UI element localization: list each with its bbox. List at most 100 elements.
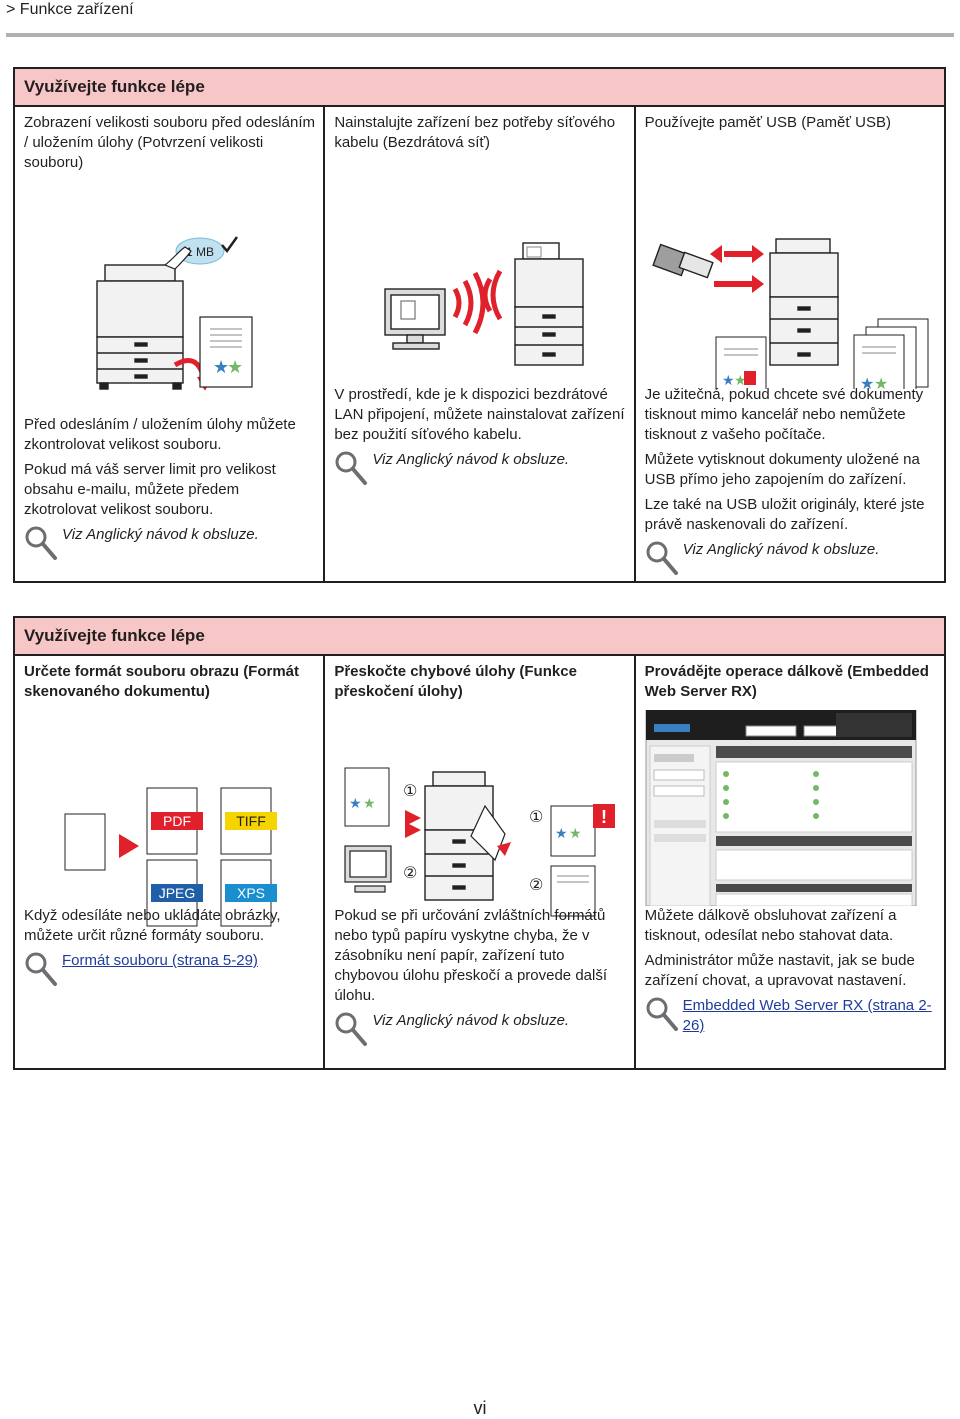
- svg-text:★: ★: [363, 795, 376, 811]
- file-format-illustration: PDF TIFF JPEG XPS: [64, 787, 277, 927]
- manual-reference[interactable]: Formát souboru (strana 5-29): [24, 951, 315, 989]
- wireless-signal-icon: [453, 269, 503, 335]
- printer-icon: [424, 771, 495, 901]
- feature-description: V prostředí, kde je k dispozici bezdráto…: [334, 385, 625, 488]
- usb-illustration: ★★ ★★: [651, 238, 929, 389]
- file-size-illustration: 1 MB: [96, 236, 253, 390]
- svg-text:★: ★: [722, 372, 735, 388]
- svg-text:★: ★: [860, 376, 874, 389]
- section-heading: Využívejte funkce lépe: [15, 69, 944, 107]
- magnifier-icon: [335, 1012, 368, 1046]
- svg-text:!: !: [601, 807, 607, 827]
- magnifier-icon: [25, 526, 57, 560]
- wireless-illustration: [384, 242, 585, 366]
- arrow-icon: [119, 834, 139, 858]
- description-paragraph: Je užitečná, pokud chcete své dokumenty …: [644, 386, 924, 443]
- feature-file-size: Zobrazení velikosti souboru před odeslán…: [15, 107, 326, 581]
- hand-icon: [163, 246, 192, 270]
- printer-icon: [768, 238, 839, 366]
- document-stack-icon: ★★: [853, 318, 929, 389]
- tiff-format-icon: TIFF: [220, 787, 277, 855]
- breadcrumb: > Funkce zařízení: [6, 1, 134, 18]
- svg-text:JPEG: JPEG: [159, 885, 196, 901]
- description-paragraph: Můžete dálkově obsluhovat zařízení a tis…: [644, 907, 897, 944]
- computer-icon: [384, 288, 447, 350]
- magnifier-icon: [646, 541, 678, 575]
- svg-text:★: ★: [734, 372, 747, 388]
- svg-text:★: ★: [569, 825, 582, 841]
- top-divider: [6, 33, 954, 37]
- printer-icon: [96, 264, 184, 390]
- reference-text[interactable]: Viz Anglický návod k obsluze.: [372, 451, 570, 468]
- description-paragraph: Pokud se při určování zvláštních formátů…: [334, 907, 608, 1004]
- manual-reference[interactable]: Viz Anglický návod k obsluze.: [334, 1011, 625, 1049]
- document-icon: ★★: [550, 805, 596, 857]
- jpeg-format-icon: JPEG: [146, 859, 203, 927]
- feature-title: Používejte paměť USB (Paměť USB): [644, 114, 891, 131]
- manual-reference[interactable]: Viz Anglický návod k obsluze.: [645, 540, 936, 578]
- svg-text:PDF: PDF: [163, 813, 191, 829]
- description-paragraph: Můžete vytisknout dokumenty uložené na U…: [644, 451, 920, 488]
- description-paragraph: Před odesláním / uložením úlohy můžete z…: [24, 416, 296, 453]
- feature-title: Nainstalujte zařízení bez potřeby síťové…: [334, 114, 616, 151]
- reference-text[interactable]: Viz Anglický návod k obsluze.: [682, 541, 880, 558]
- svg-text:★: ★: [874, 376, 888, 389]
- feature-file-format: Určete formát souboru obrazu (Formát ske…: [15, 656, 326, 1068]
- reference-text[interactable]: Viz Anglický návod k obsluze.: [372, 1012, 570, 1029]
- skip-job-illustration: ★★ ① ②: [344, 767, 616, 917]
- page-number: vi: [473, 1398, 487, 1418]
- document-icon: ★★: [344, 767, 390, 827]
- feature-wireless: Nainstalujte zařízení bez potřeby síťové…: [325, 107, 636, 581]
- feature-title: Přeskočte chybové úlohy (Funkce přeskoče…: [334, 663, 577, 700]
- paper-sheet-icon: [470, 804, 507, 862]
- manual-reference[interactable]: Embedded Web Server RX (strana 2-26): [645, 996, 936, 1036]
- magnifier-icon: [25, 952, 57, 986]
- manual-reference[interactable]: Viz Anglický návod k obsluze.: [24, 525, 315, 563]
- xps-format-icon: XPS: [220, 859, 277, 927]
- magnifier-icon: [646, 997, 678, 1031]
- transfer-arrows-icon: [709, 245, 764, 293]
- check-icon: [221, 236, 239, 254]
- usb-stick-icon: [651, 243, 714, 279]
- feature-web-server: Provádějte operace dálkově (Embedded Web…: [636, 656, 944, 1068]
- svg-text:★: ★: [213, 357, 229, 377]
- description-paragraph: Když odesíláte nebo ukládáte obrázky, mů…: [24, 907, 281, 944]
- document-icon: ★★: [199, 316, 253, 388]
- section-1: Využívejte funkce lépe Zobrazení velikos…: [13, 67, 946, 583]
- description-paragraph: Pokud má váš server limit pro velikost o…: [24, 461, 276, 518]
- computer-icon: [344, 845, 392, 893]
- feature-description: Je užitečná, pokud chcete své dokumenty …: [645, 385, 936, 578]
- feature-description: Před odesláním / uložením úlohy můžete z…: [24, 415, 315, 563]
- description-paragraph: Lze také na USB uložit originály, které …: [644, 496, 925, 533]
- feature-title: Provádějte operace dálkově (Embedded Web…: [644, 663, 929, 700]
- pdf-format-icon: PDF: [146, 787, 203, 855]
- svg-text:★: ★: [227, 357, 243, 377]
- svg-text:TIFF: TIFF: [236, 813, 266, 829]
- feature-description: Pokud se při určování zvláštních formátů…: [334, 906, 625, 1049]
- feature-skip-job: Přeskočte chybové úlohy (Funkce přeskoče…: [325, 656, 636, 1068]
- document-icon: [550, 865, 596, 917]
- section-2: Využívejte funkce lépe Určete formát sou…: [13, 616, 946, 1070]
- magnifier-icon: [335, 451, 368, 485]
- reference-text[interactable]: Viz Anglický návod k obsluze.: [62, 526, 259, 543]
- svg-text:★: ★: [555, 825, 568, 841]
- feature-title: Zobrazení velikosti souboru před odeslán…: [24, 114, 315, 171]
- original-document-icon: [64, 813, 106, 871]
- manual-reference[interactable]: Viz Anglický návod k obsluze.: [334, 450, 625, 488]
- svg-text:②: ②: [529, 877, 543, 894]
- step-marker: ①: [403, 783, 417, 800]
- document-icon: ★★: [715, 336, 767, 389]
- step-marker: ②: [403, 865, 417, 882]
- printer-icon: [514, 242, 585, 366]
- feature-title: Určete formát souboru obrazu (Formát ske…: [24, 663, 300, 700]
- svg-text:★: ★: [349, 795, 362, 811]
- feature-description: Můžete dálkově obsluhovat zařízení a tis…: [645, 906, 936, 1036]
- description-paragraph: Administrátor může nastavit, jak se bude…: [644, 952, 915, 989]
- reference-link[interactable]: Embedded Web Server RX (strana 2-26): [682, 997, 932, 1034]
- arrow-icon: [405, 810, 422, 826]
- reference-link[interactable]: Formát souboru (strana 5-29): [62, 952, 258, 969]
- svg-text:①: ①: [529, 809, 543, 826]
- web-server-screenshot: [645, 710, 917, 906]
- section-heading: Využívejte funkce lépe: [15, 618, 944, 656]
- description-paragraph: V prostředí, kde je k dispozici bezdráto…: [334, 386, 625, 443]
